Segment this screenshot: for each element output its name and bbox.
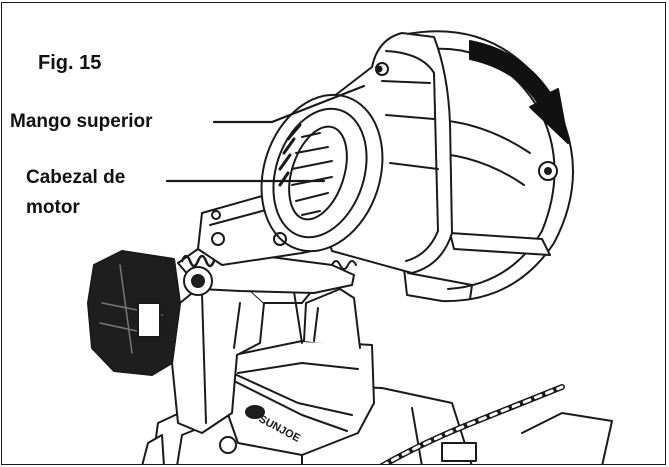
front-housing bbox=[223, 288, 375, 456]
chain-detail bbox=[379, 384, 613, 464]
rotation-arrow-icon bbox=[469, 40, 569, 144]
miter-saw-illustration: SUNJOE bbox=[87, 30, 613, 464]
label-motor-head-line1: Cabezal de bbox=[26, 167, 126, 188]
battery-pack bbox=[87, 250, 181, 376]
label-motor-head: Cabezal de motor bbox=[24, 163, 128, 223]
figure-title: Fig. 15 bbox=[38, 52, 102, 74]
label-upper-handle: Mango superior bbox=[8, 111, 155, 133]
leader-lines bbox=[165, 84, 366, 183]
label-motor-head-line2: motor bbox=[26, 197, 80, 218]
leader-line-mango-diag bbox=[270, 84, 366, 124]
motor-head-vents bbox=[260, 93, 384, 253]
